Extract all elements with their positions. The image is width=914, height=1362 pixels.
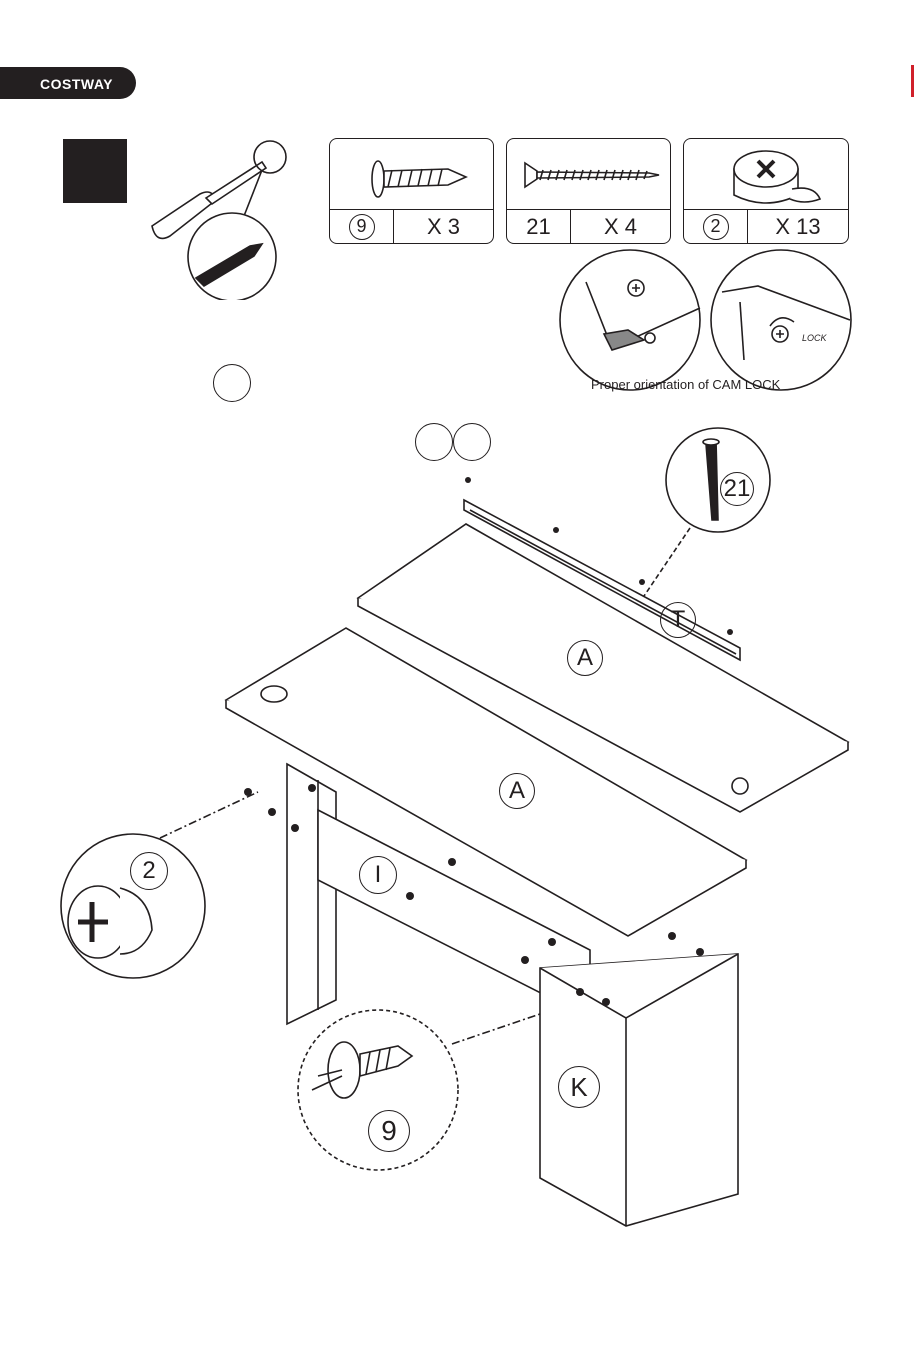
callout-screw-short-id: 9 [368, 1110, 410, 1152]
callout-cam-id: 2 [130, 852, 168, 890]
label-panel-top-a: A [567, 640, 603, 676]
label-side-panel-k: K [558, 1066, 600, 1108]
label-front-panel-i: I [359, 856, 397, 894]
label-rail-t: T [660, 602, 696, 638]
callout-screw-long-id: 21 [720, 472, 754, 506]
label-panel-main-a: A [499, 773, 535, 809]
